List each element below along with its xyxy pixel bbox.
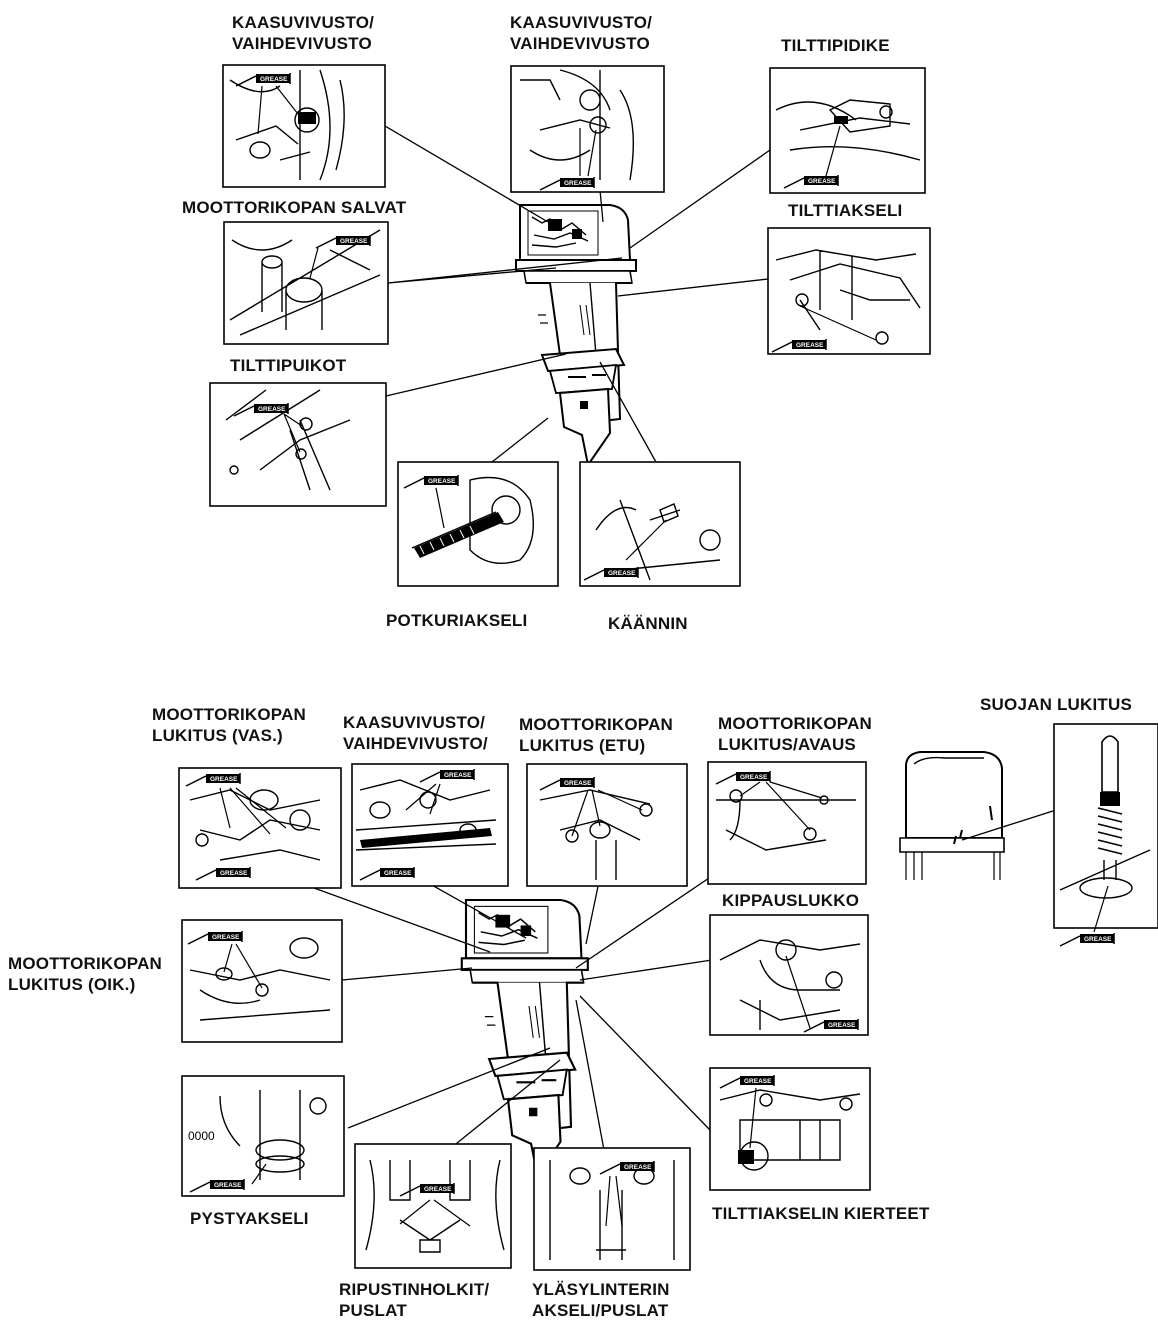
label-line: VAIHDEVIVUSTO xyxy=(510,34,650,53)
label-potkuriakseli: POTKURIAKSELI xyxy=(386,611,528,630)
grease-tag-label: GREASE xyxy=(258,406,286,413)
grease-tag-label: GREASE xyxy=(428,478,456,485)
grease-tag-label: GREASE xyxy=(564,180,592,187)
label-lukitus-avaus: MOOTTORIKOPAN LUKITUS/AVAUS xyxy=(718,713,872,755)
label-line: KAASUVIVUSTO/ xyxy=(510,13,653,32)
label-line: LUKITUS (ETU) xyxy=(519,736,646,755)
diagram2-inset-ripustin: GREASE xyxy=(354,1143,512,1269)
label-line: RIPUSTINHOLKIT/ xyxy=(339,1280,490,1299)
label-line: PUSLAT xyxy=(339,1301,407,1320)
grease-tag-label: GREASE xyxy=(828,1022,856,1029)
grease-tag-label: GREASE xyxy=(740,774,768,781)
diagram2-inset-kaasu: GREASE GREASE xyxy=(351,763,509,887)
label-kaasuvivusto-2: KAASUVIVUSTO/ VAIHDEVIVUSTO/ xyxy=(343,712,488,754)
grease-tag-label: GREASE xyxy=(214,1182,242,1189)
diagram2-inset-tilttiakselin-kierteet: GREASE xyxy=(709,1067,871,1191)
label-line: MOOTTORIKOPAN xyxy=(8,954,163,973)
grease-tag-label: GREASE xyxy=(212,934,240,941)
diagram2-motor xyxy=(460,898,589,1177)
grease-tag-label: GREASE xyxy=(564,780,592,787)
grease-tag-label: GREASE xyxy=(624,1164,652,1171)
grease-tag-label: GREASE xyxy=(608,570,636,577)
diagram2-inset-pystyakseli: 0000 GREASE xyxy=(181,1075,345,1197)
diagram2-inset-lukitus-oik: GREASE xyxy=(181,919,343,1043)
label-kaasuvivusto-mid: KAASUVIVUSTO/ VAIHDEVIVUSTO xyxy=(510,12,652,54)
diagram1-motor xyxy=(515,204,637,466)
grease-tag-label: GREASE xyxy=(210,776,238,783)
label-suojan-lukitus: SUOJAN LUKITUS xyxy=(980,695,1133,714)
label-kaasuvivusto-left: KAASUVIVUSTO/ VAIHDEVIVUSTO xyxy=(232,12,374,54)
label-line: LUKITUS (OIK.) xyxy=(8,975,136,994)
grease-tag-label: GREASE xyxy=(444,772,472,779)
diagram2-inset-kippauslukko: GREASE xyxy=(709,914,869,1036)
label-tilttiakselin-kierteet: TILTTIAKSELIN KIERTEET xyxy=(712,1204,930,1223)
label-line: VAIHDEVIVUSTO xyxy=(232,34,372,53)
label-moottorikopan-salvat: MOOTTORIKOPAN SALVAT xyxy=(182,198,407,217)
diagram1-inset-tilttipuikot: GREASE xyxy=(209,382,387,507)
grease-tag-label: GREASE xyxy=(808,178,836,185)
diagram2-inset-lukitus-avaus: GREASE xyxy=(707,761,867,885)
diagram1-inset-tilttipidike: GREASE xyxy=(769,67,926,194)
diagram1-inset-kaasu-mid: GREASE xyxy=(510,65,665,193)
label-line: MOOTTORIKOPAN xyxy=(519,715,674,734)
label-line: MOOTTORIKOPAN xyxy=(718,714,873,733)
grease-tag-label: GREASE xyxy=(796,342,824,349)
label-kippauslukko: KIPPAUSLUKKO xyxy=(722,891,860,910)
label-line: YLÄSYLINTERIN xyxy=(532,1280,670,1299)
label-line: LUKITUS/AVAUS xyxy=(718,735,856,754)
grease-tag-label: GREASE xyxy=(384,870,412,877)
label-line: MOOTTORIKOPAN xyxy=(152,705,307,724)
svg-text:0000: 0000 xyxy=(188,1129,215,1143)
label-line: VAIHDEVIVUSTO/ xyxy=(343,734,488,753)
grease-tag-label: GREASE xyxy=(1084,936,1112,943)
label-tilttipuikot: TILTTIPUIKOT xyxy=(230,356,347,375)
label-tilttiakseli: TILTTIAKSELI xyxy=(788,201,903,220)
grease-tag-label: GREASE xyxy=(744,1078,772,1085)
label-ylasylinteri: YLÄSYLINTERIN AKSELI/PUSLAT xyxy=(532,1279,670,1321)
label-lukitus-vas: MOOTTORIKOPAN LUKITUS (VAS.) xyxy=(152,704,306,746)
label-tilttipidike: TILTTIPIDIKE xyxy=(781,36,890,55)
diagram2-inset-ylasylinteri: GREASE xyxy=(533,1147,691,1271)
label-lukitus-oik: MOOTTORIKOPAN LUKITUS (OIK.) xyxy=(8,953,162,995)
diagram1-inset-tilttiakseli: GREASE xyxy=(767,227,931,355)
grease-tag-label: GREASE xyxy=(424,1186,452,1193)
diagram2-inset-lukitus-etu: GREASE xyxy=(526,763,688,887)
label-pystyakseli: PYSTYAKSELI xyxy=(190,1209,309,1228)
diagram2-inset-lukitus-vas: GREASE GREASE xyxy=(178,767,342,889)
diagram2-inset-suojan-lukitus: GREASE xyxy=(899,723,1158,947)
label-lukitus-etu: MOOTTORIKOPAN LUKITUS (ETU) xyxy=(519,714,673,756)
label-line: KAASUVIVUSTO/ xyxy=(232,13,375,32)
label-line: KAASUVIVUSTO/ xyxy=(343,713,486,732)
grease-tag-label: GREASE xyxy=(340,238,368,245)
label-line: LUKITUS (VAS.) xyxy=(152,726,283,745)
label-line: AKSELI/PUSLAT xyxy=(532,1301,669,1320)
diagram1-leader-lines xyxy=(384,125,771,463)
grease-tag-label: GREASE xyxy=(220,870,248,877)
label-kaannin: KÄÄNNIN xyxy=(608,614,688,633)
grease-tag-label: GREASE xyxy=(260,76,288,83)
diagram1-inset-potkuriakseli: GREASE xyxy=(397,461,559,587)
diagram1-inset-kaasu-left: GREASE xyxy=(222,64,386,188)
label-ripustinholkit: RIPUSTINHOLKIT/ PUSLAT xyxy=(339,1279,489,1321)
diagram1-inset-salvat: GREASE xyxy=(223,221,389,345)
diagram1-inset-kaannin: GREASE xyxy=(579,461,741,587)
